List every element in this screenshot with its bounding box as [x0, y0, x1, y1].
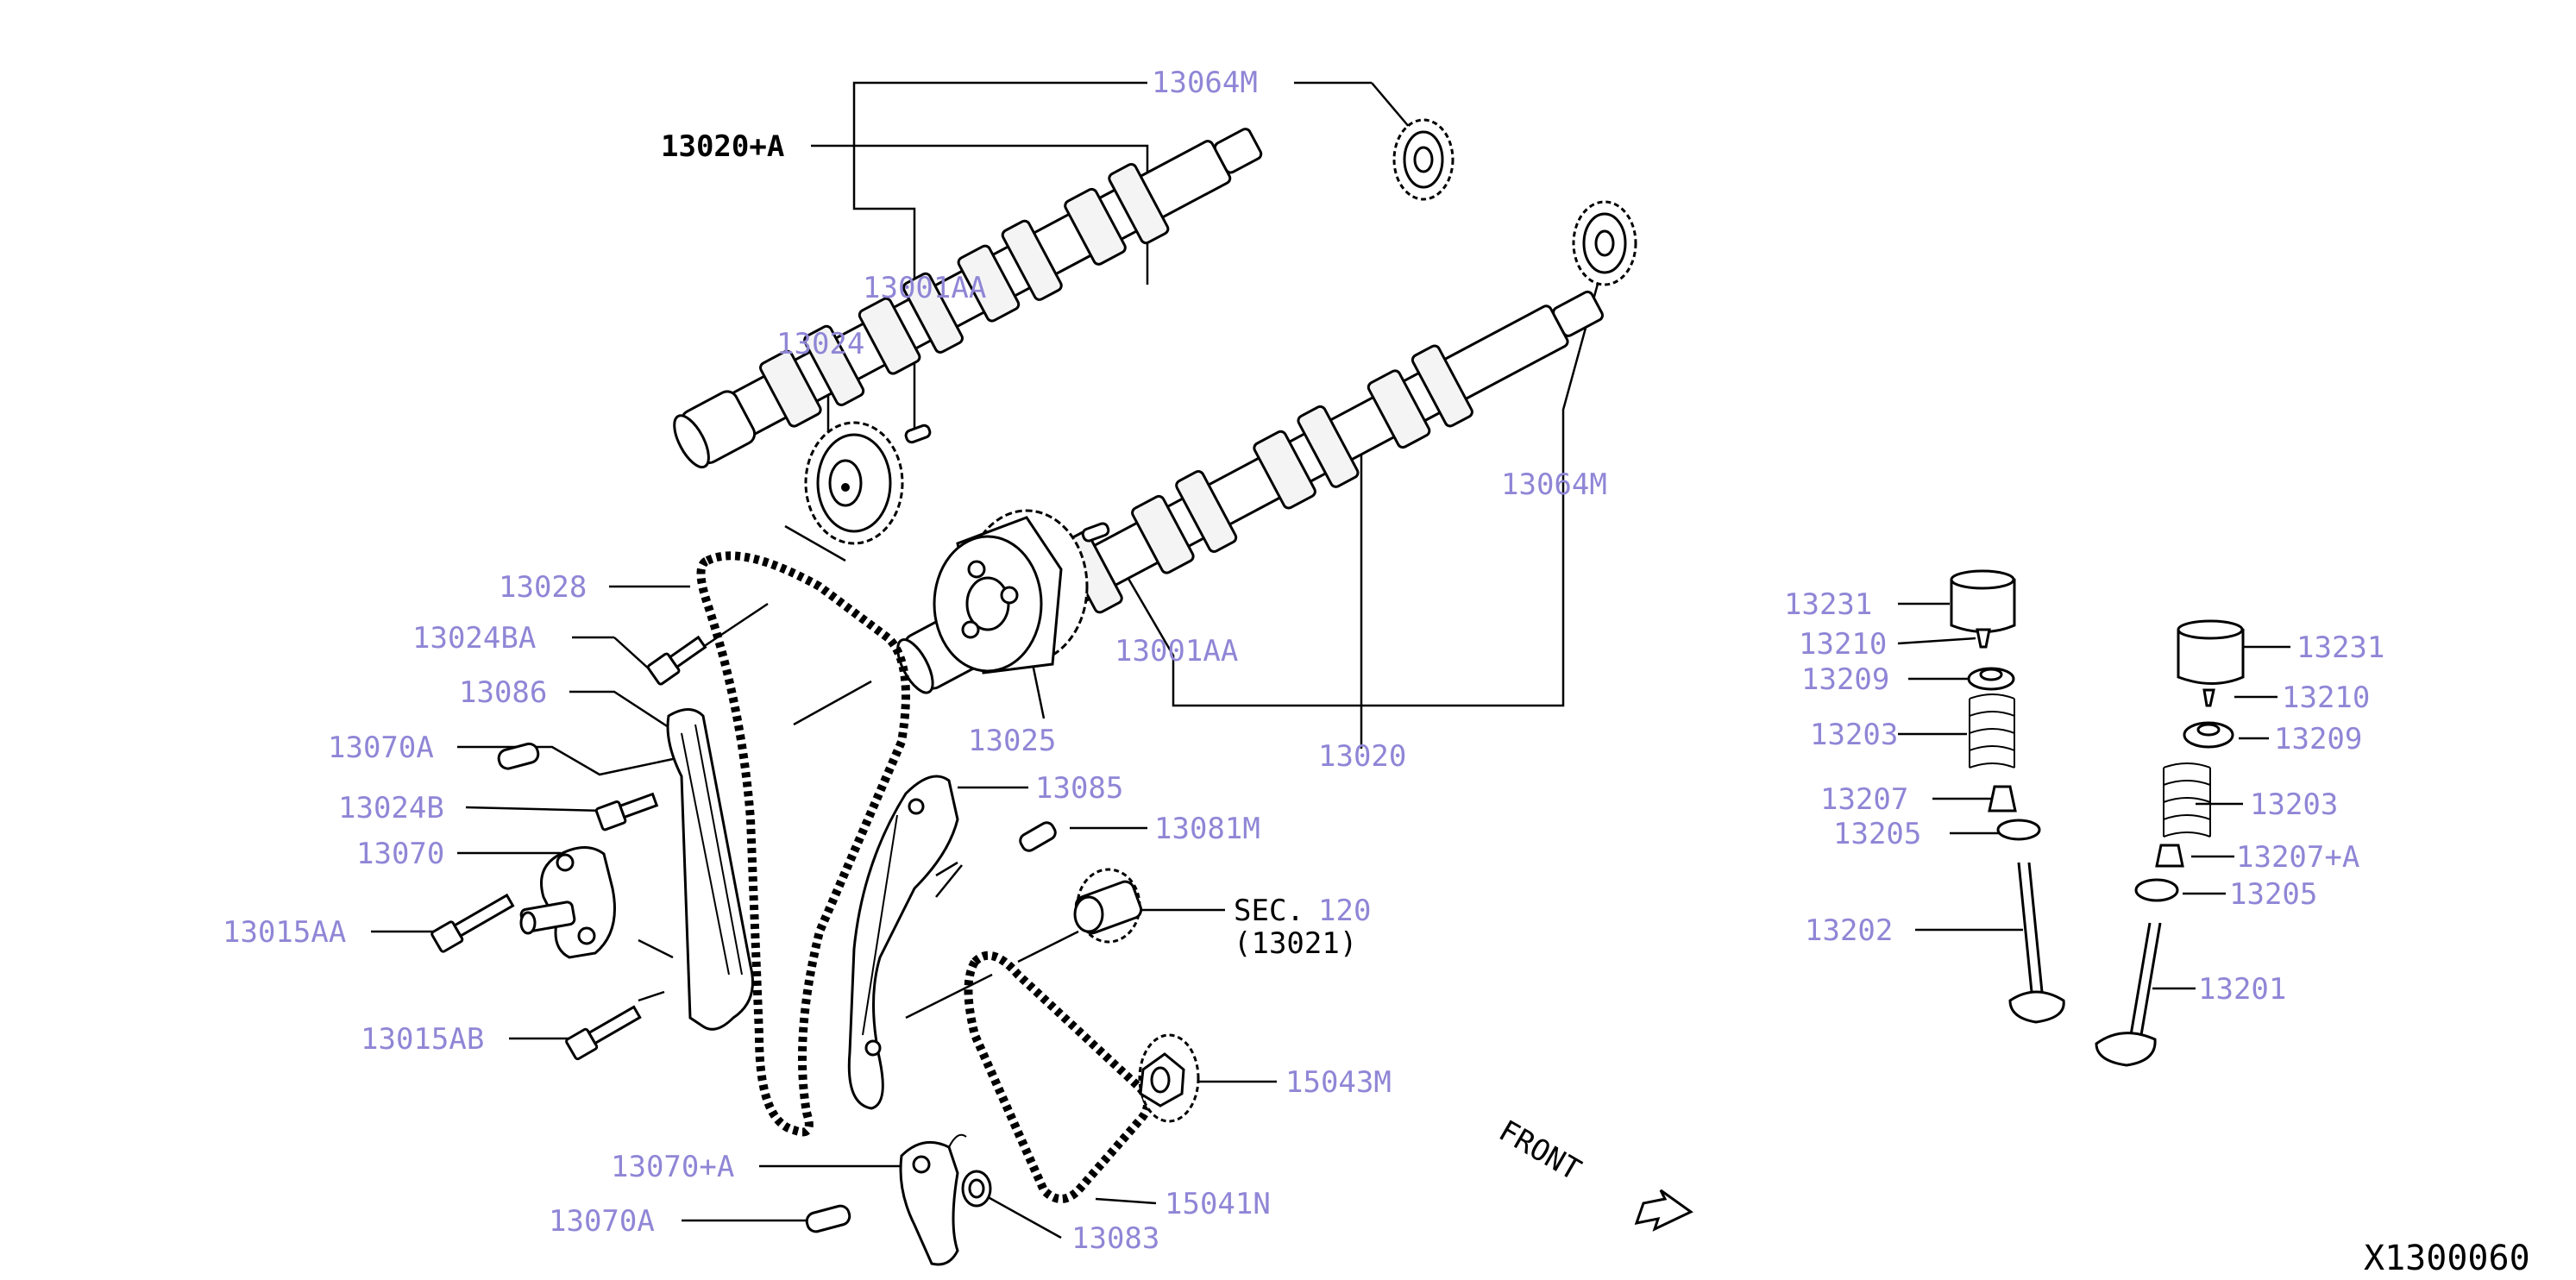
label-sprocket-43m[interactable]: 15043M: [1285, 1065, 1392, 1100]
label-seal-left[interactable]: 13207: [1820, 782, 1908, 817]
label-lifter-right[interactable]: 13231: [2296, 631, 2384, 665]
label-chain-41n[interactable]: 15041N: [1165, 1187, 1271, 1221]
pin-13081M: [1019, 821, 1057, 852]
label-sec-number[interactable]: 120: [1318, 894, 1371, 928]
label-sprocket-top[interactable]: 13064M: [1152, 66, 1258, 100]
cam-sprocket-right: [1572, 200, 1637, 286]
label-sprocket-25[interactable]: 13025: [968, 724, 1056, 758]
label-sprocket-24[interactable]: 13024: [776, 327, 864, 361]
label-retainer-right[interactable]: 13209: [2274, 722, 2362, 756]
upper-camshaft: [673, 128, 1263, 469]
dowel-pin-mid: [1081, 522, 1110, 543]
valve-train-left: [1950, 569, 2065, 1024]
label-bolt-24b[interactable]: 13024B: [338, 791, 444, 825]
diagram-code: X1300060: [2364, 1239, 2530, 1278]
leader-lines: [371, 81, 2290, 1239]
label-guide-86[interactable]: 13086: [459, 675, 547, 710]
spacer-13083: [961, 1170, 992, 1208]
part-labels: 13064M 13020+A 13001AA 13024 13064M 1302…: [223, 66, 2530, 1278]
label-bolt-15ab[interactable]: 13015AB: [361, 1022, 484, 1057]
label-spacer-83[interactable]: 13083: [1071, 1221, 1159, 1256]
label-pin-70a-upper[interactable]: 13070A: [328, 731, 434, 765]
label-bolt-24ba[interactable]: 13024BA: [412, 621, 536, 656]
timing-chain-13028: [696, 551, 910, 1137]
crank-sprocket: [1073, 868, 1143, 944]
label-pin-70a-lower[interactable]: 13070A: [549, 1204, 655, 1239]
label-seat-left[interactable]: 13205: [1833, 817, 1921, 851]
valve-train-right: [2095, 619, 2245, 1067]
label-valve-left[interactable]: 13202: [1805, 913, 1893, 948]
label-guide-85[interactable]: 13085: [1035, 771, 1123, 806]
label-seal-right[interactable]: 13207+A: [2236, 840, 2359, 875]
label-tensioner-70[interactable]: 13070: [356, 837, 444, 871]
label-camshaft-20[interactable]: 13020: [1318, 739, 1406, 774]
dowel-pin-top: [904, 424, 932, 444]
label-valve-right[interactable]: 13201: [2198, 972, 2286, 1007]
front-label: FRONT: [1493, 1114, 1587, 1188]
tensioner-13070plusA: [899, 1133, 967, 1266]
vvt-sprocket-13025: [933, 509, 1089, 675]
cam-sprocket-top: [1392, 118, 1454, 201]
label-spring-left[interactable]: 13203: [1810, 718, 1898, 752]
label-pin-81m[interactable]: 13081M: [1154, 812, 1260, 846]
label-sprocket-right[interactable]: 13064M: [1501, 467, 1607, 502]
label-sec-prefix[interactable]: SEC.: [1234, 894, 1304, 928]
label-seat-right[interactable]: 13205: [2229, 877, 2317, 912]
label-collet-left[interactable]: 13210: [1799, 627, 1887, 662]
label-dowel-mid[interactable]: 13001AA: [1115, 634, 1238, 668]
label-collet-right[interactable]: 13210: [2282, 681, 2370, 715]
bolt-13024B: [594, 792, 659, 831]
pin-13070A-upper: [497, 742, 540, 770]
label-sec-ref[interactable]: (13021): [1234, 926, 1357, 961]
sprocket-13024: [804, 421, 904, 545]
sprocket-15043M: [1138, 1033, 1200, 1123]
chain-guide-13085: [847, 775, 959, 1110]
label-tensioner-70plus[interactable]: 13070+A: [611, 1150, 734, 1184]
bolt-13024BA: [646, 635, 707, 686]
pin-13070A-lower: [805, 1204, 851, 1233]
oil-pump-chain-15041N: [964, 951, 1152, 1203]
front-direction-arrow: [1634, 1189, 1693, 1232]
label-camshaft-exh-assembly[interactable]: 13020+A: [661, 129, 784, 164]
bolt-13015AA: [430, 893, 515, 953]
label-dowel-top[interactable]: 13001AA: [863, 271, 986, 305]
bolt-13015AB: [565, 1005, 642, 1061]
label-bolt-15aa[interactable]: 13015AA: [223, 915, 346, 950]
label-chain-28[interactable]: 13028: [499, 570, 587, 605]
label-lifter-left[interactable]: 13231: [1784, 587, 1872, 622]
label-spring-right[interactable]: 13203: [2250, 787, 2338, 822]
tensioner-13070: [519, 846, 616, 959]
label-retainer-left[interactable]: 13209: [1801, 662, 1889, 697]
chain-guide-13086: [666, 708, 754, 1031]
